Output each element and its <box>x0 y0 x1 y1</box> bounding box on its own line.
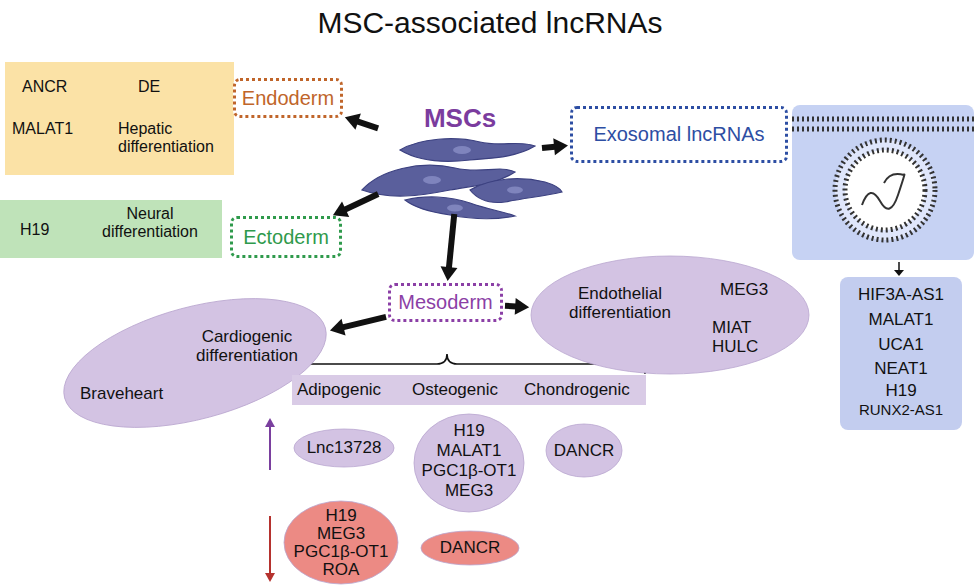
lncrna-ellipse-red: H19MEG3PGC1β-OT1ROA <box>283 500 399 585</box>
node-text: Cardiogenic differentiation <box>182 327 312 365</box>
lncrna-ellipse: H19MALAT1PGC1β-OT1MEG3 <box>413 413 525 513</box>
ectoderm-panel: H19 Neural differentiation <box>0 200 222 258</box>
exosome-box: Exosomal lncRNAs <box>570 106 788 163</box>
diagram-title: MSC-associated lncRNAs <box>0 6 980 40</box>
cardiogenic-ellipse: Cardiogenic differentiationBraveheart <box>62 299 328 427</box>
node-text: MALAT1 <box>869 310 934 329</box>
up-arrow <box>265 418 275 470</box>
node-text: MEG3 <box>317 524 365 543</box>
node-text: RUNX2-AS1 <box>859 402 943 419</box>
node-text: ANCR <box>22 78 67 96</box>
node-text: Adipogenic <box>297 380 381 399</box>
flow-arrow <box>542 138 568 155</box>
node-text: PGC1β-OT1 <box>294 542 389 561</box>
node-text: H19 <box>20 221 49 239</box>
lineage-band: Adipogenic Osteogenic Chondrogenic <box>292 375 646 405</box>
node-text: Osteogenic <box>412 380 498 399</box>
node-text: DANCR <box>554 441 614 460</box>
ellipse-fill <box>531 256 809 374</box>
node-text: H19 <box>885 381 916 400</box>
node-text: ROA <box>323 560 360 579</box>
node-text: MEG3 <box>445 481 493 500</box>
ellipse-fill <box>284 501 398 584</box>
ellipse-fill <box>421 531 519 565</box>
node-text: Ectoderm <box>243 226 329 248</box>
flow-arrow <box>345 114 378 130</box>
node-text: H19 <box>325 506 356 525</box>
germ-layer-box: Mesoderm <box>388 283 503 322</box>
node-text: MALAT1 <box>437 441 502 460</box>
flow-arrow <box>441 214 458 281</box>
node-text: DANCR <box>440 538 500 557</box>
node-text: MSCs <box>424 104 496 133</box>
endothelial-ellipse: Endothelial differentiation MEG3MIATHULC <box>530 255 810 375</box>
node-text: PGC1β-OT1 <box>422 461 517 480</box>
node-text: MIAT <box>712 318 751 337</box>
cell-label: MSCs <box>380 100 540 212</box>
node-text: Exosomal lncRNAs <box>593 123 764 145</box>
flow-arrow <box>333 194 378 217</box>
flow-arrow <box>505 298 529 315</box>
ellipse-fill <box>546 424 622 477</box>
msc-cells <box>362 139 562 219</box>
lncrna-ellipse: Lnc13728 <box>293 428 395 468</box>
node-text: Endothelial differentiation <box>560 284 680 322</box>
ellipse-fill <box>50 274 340 452</box>
arrow-head <box>441 266 458 281</box>
node-text: NEAT1 <box>874 359 928 378</box>
exosome-illustration <box>792 105 974 276</box>
node-text: Mesoderm <box>398 291 492 313</box>
node-text: Braveheart <box>80 384 163 403</box>
node-text: Neural differentiation <box>93 205 208 241</box>
node-text: MEG3 <box>720 280 768 299</box>
lncrna-ellipse-red: DANCR <box>420 530 520 566</box>
arrow-head <box>553 138 568 155</box>
ellipse-fill <box>414 414 524 512</box>
node-text: Chondrogenic <box>524 380 630 399</box>
node-text: DE <box>138 78 160 96</box>
ellipse-fill <box>294 429 394 467</box>
node-text: UCA1 <box>878 335 923 354</box>
node-text: Endoderm <box>242 87 334 109</box>
exosome-list-panel: HIF3A-AS1MALAT1UCA1NEAT1H19RUNX2-AS1 <box>840 277 962 430</box>
flow-arrow <box>330 317 386 336</box>
node-text: HIF3A-AS1 <box>858 285 944 304</box>
node-text: HULC <box>712 337 758 356</box>
node-text: MALAT1 <box>12 120 73 138</box>
arrow-head <box>330 319 346 336</box>
endoderm-panel: ANCR DE MALAT1 Hepatic differentiation <box>5 62 234 175</box>
down-arrow <box>265 516 275 582</box>
arrow-head <box>333 202 349 217</box>
node-text: Lnc13728 <box>307 438 382 457</box>
arrow-head <box>515 298 529 315</box>
node-text: Hepatic differentiation <box>118 120 228 156</box>
node-text: H19 <box>453 421 484 440</box>
lncrna-ellipse: DANCR <box>545 423 623 478</box>
arrow-head <box>345 114 361 130</box>
germ-layer-box: Ectoderm <box>230 216 342 258</box>
germ-layer-box: Endoderm <box>233 78 343 118</box>
